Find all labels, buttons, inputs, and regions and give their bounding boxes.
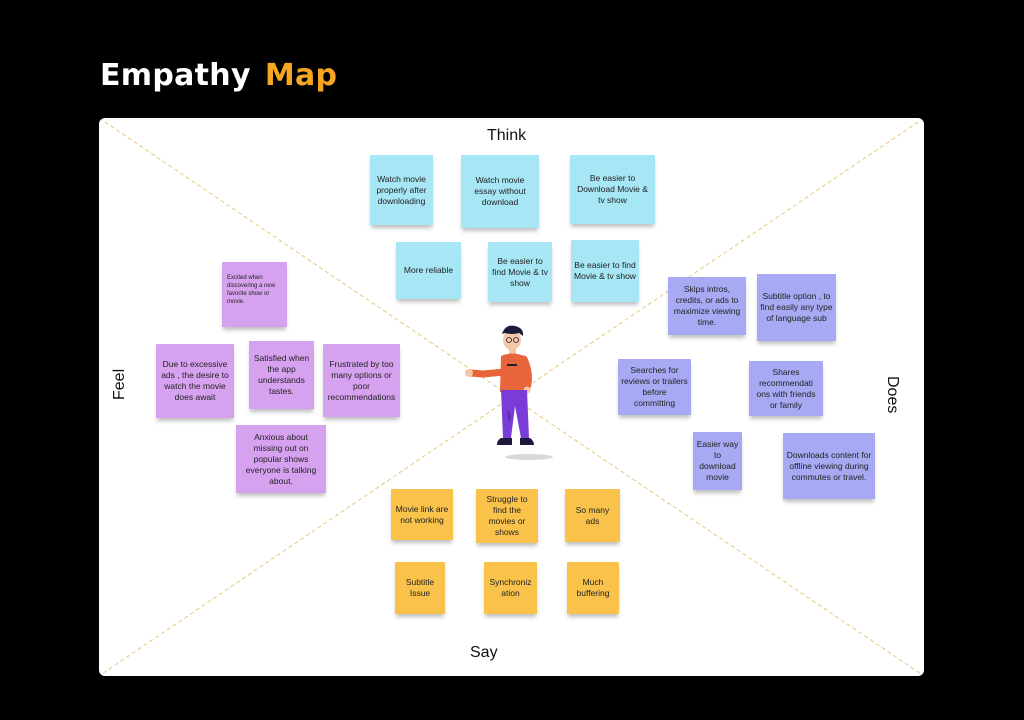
sticky-note-think[interactable]: Be easier to find Movie & tv show bbox=[571, 240, 639, 302]
sticky-note-does[interactable]: Skips intros, credits, or ads to maximiz… bbox=[668, 277, 746, 335]
quadrant-label-feel: Feel bbox=[111, 368, 128, 400]
sticky-note-say[interactable]: Struggle to find the movies or shows bbox=[476, 489, 538, 543]
sticky-note-think[interactable]: Be easier to Download Movie & tv show bbox=[570, 155, 655, 224]
sticky-note-say[interactable]: Synchroniz ation bbox=[484, 562, 537, 614]
person-presenting-illustration bbox=[465, 325, 553, 460]
sticky-note-say[interactable]: Much buffering bbox=[567, 562, 619, 614]
sticky-note-does[interactable]: Downloads content for offline viewing du… bbox=[783, 433, 875, 499]
sticky-note-feel[interactable]: Anxious about missing out on popular sho… bbox=[236, 425, 326, 493]
title-word-empathy: Empathy bbox=[100, 58, 251, 93]
sticky-note-does[interactable]: Subtitle option , to find easily any typ… bbox=[757, 274, 836, 341]
quadrant-label-say: Say bbox=[470, 644, 498, 661]
sticky-note-feel[interactable]: Frustrated by too many options or poor r… bbox=[323, 344, 400, 417]
sticky-note-does[interactable]: Easier way to download movie bbox=[693, 432, 742, 490]
sticky-note-does[interactable]: Shares recommendati ons with friends or … bbox=[749, 361, 823, 416]
page-title: Empathy Map bbox=[100, 58, 337, 93]
title-word-map: Map bbox=[264, 58, 338, 93]
sticky-note-say[interactable]: Movie link are not working bbox=[391, 489, 453, 540]
sticky-note-think[interactable]: Watch movie properly after downloading bbox=[370, 155, 433, 225]
sticky-note-say[interactable]: So many ads bbox=[565, 489, 620, 542]
sticky-note-think[interactable]: Be easier to find Movie & tv show bbox=[488, 242, 552, 302]
quadrant-label-think: Think bbox=[487, 127, 527, 144]
sticky-note-does[interactable]: Searches for reviews or trailers before … bbox=[618, 359, 691, 415]
quadrant-label-does: Does bbox=[884, 376, 901, 414]
sticky-note-feel[interactable]: Satisfied when the app understands taste… bbox=[249, 341, 314, 409]
empathy-map-board: Think Say Feel Does Watch movie properly… bbox=[99, 118, 924, 676]
sticky-note-think[interactable]: More reliable bbox=[396, 242, 461, 299]
sticky-note-say[interactable]: Subtitle Issue bbox=[395, 562, 445, 614]
sticky-note-feel[interactable]: Due to excessive ads , the desire to wat… bbox=[156, 344, 234, 418]
sticky-note-feel[interactable]: Excited when discovering a new favorite … bbox=[222, 262, 287, 327]
sticky-note-think[interactable]: Watch movie essay without download bbox=[461, 155, 539, 228]
